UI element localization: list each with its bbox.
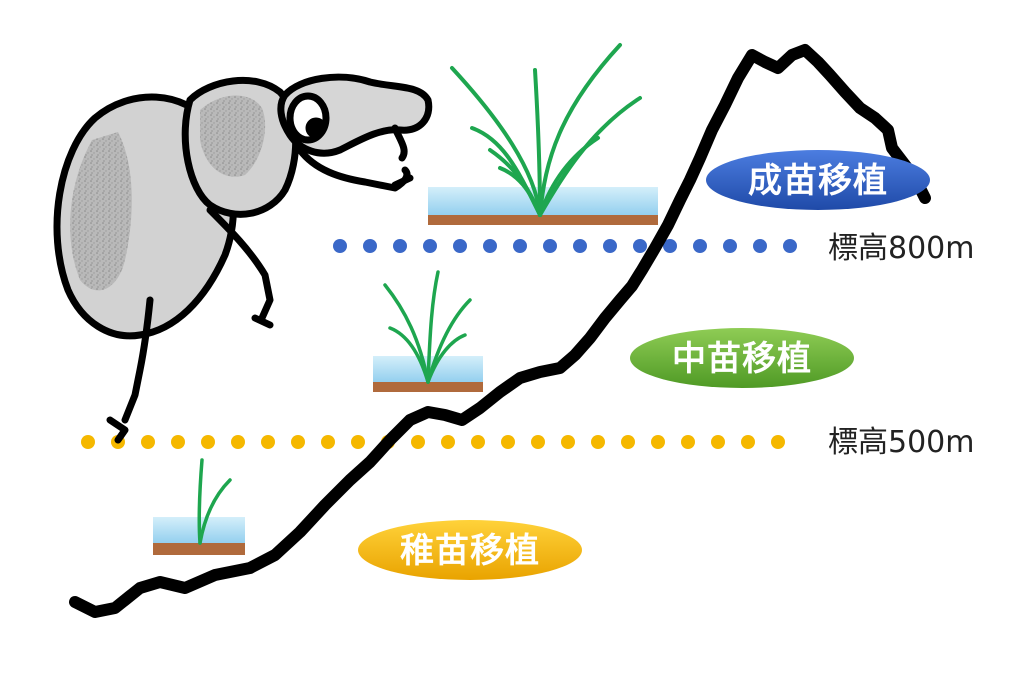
dot [231, 435, 245, 449]
dot [363, 239, 377, 253]
rice-seedling-medium-icon [373, 270, 483, 392]
dot [441, 435, 455, 449]
dot [483, 239, 497, 253]
dot [351, 435, 365, 449]
dot [81, 435, 95, 449]
dot [591, 435, 605, 449]
dot [543, 239, 557, 253]
dot [693, 239, 707, 253]
dot [501, 435, 515, 449]
dot [723, 239, 737, 253]
dot [321, 435, 335, 449]
dot [711, 435, 725, 449]
dot [333, 239, 347, 253]
dot [783, 239, 797, 253]
beetle-icon [53, 73, 433, 444]
high-zone-label: 成苗移植 [748, 161, 888, 201]
low-zone-badge: 稚苗移植 [358, 520, 582, 580]
dot [603, 239, 617, 253]
mid-zone-label: 中苗移植 [672, 339, 812, 379]
dot [261, 435, 275, 449]
low-zone-label: 稚苗移植 [400, 531, 540, 571]
mid-zone-badge: 中苗移植 [630, 328, 854, 388]
dot [471, 435, 485, 449]
dot [561, 435, 575, 449]
dot [411, 435, 425, 449]
rice-seedling-small-icon [153, 458, 245, 555]
dot [291, 435, 305, 449]
dot [633, 239, 647, 253]
altitude-800-dotted-line [333, 239, 797, 253]
dot [171, 435, 185, 449]
dot [531, 435, 545, 449]
dot [141, 435, 155, 449]
dot [201, 435, 215, 449]
altitude-800-label: 標高800m [828, 231, 974, 266]
dot [513, 239, 527, 253]
dot [621, 435, 635, 449]
high-zone-badge: 成苗移植 [706, 150, 930, 210]
dot [681, 435, 695, 449]
dot [771, 435, 785, 449]
rice-seedling-large-icon [428, 43, 658, 225]
altitude-500-dotted-line [81, 435, 785, 449]
dot [651, 435, 665, 449]
dot [393, 239, 407, 253]
dot [453, 239, 467, 253]
mountain-icon [69, 44, 931, 618]
dot [423, 239, 437, 253]
altitude-500-label: 標高500m [828, 425, 974, 460]
dot [741, 435, 755, 449]
dot [663, 239, 677, 253]
dot [753, 239, 767, 253]
dot [573, 239, 587, 253]
